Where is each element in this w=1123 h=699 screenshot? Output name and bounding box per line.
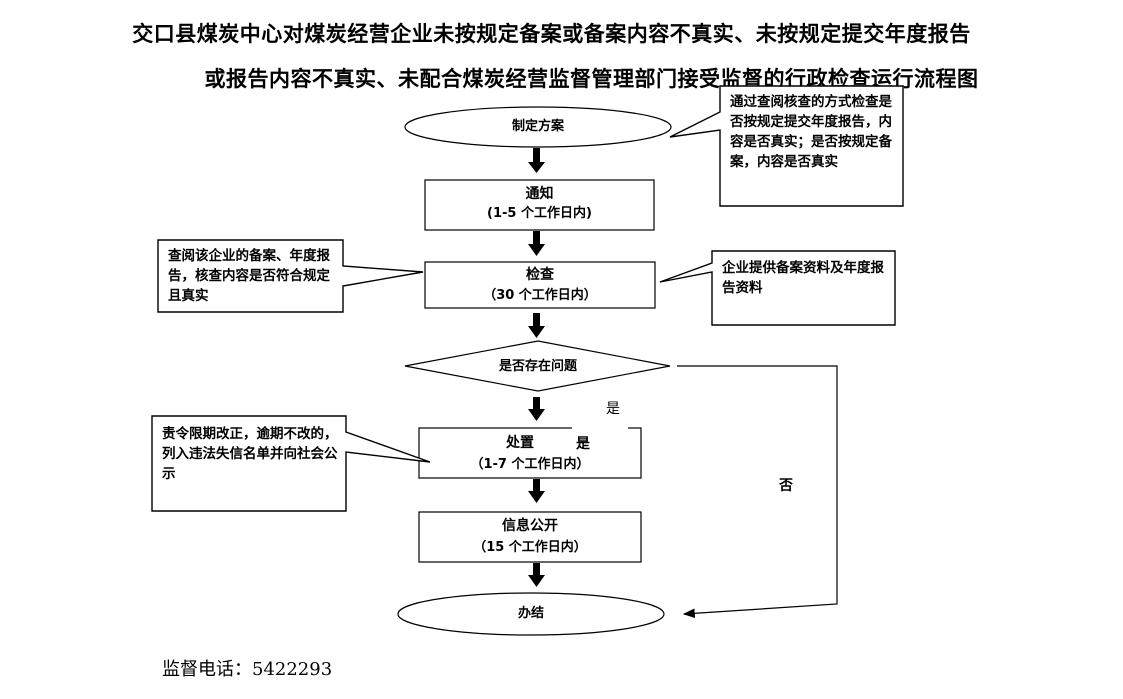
callout-review-text: 查阅该企业的备案、年度报告，核查内容是否符合规定且真实 — [168, 248, 330, 304]
hotline-number: 5422293 — [252, 659, 333, 680]
arrow-start-to-notify — [528, 148, 545, 173]
arrow-notify-to-inspect — [528, 231, 545, 256]
hotline: 监督电话：5422293 — [162, 655, 332, 681]
flow-arrows — [528, 148, 545, 587]
inspect-box — [424, 261, 656, 309]
hotline-label: 监督电话： — [162, 659, 252, 680]
decision-label: 是否存在问题 — [498, 359, 577, 374]
end-label: 办结 — [517, 606, 544, 621]
no-branch-label: 否 — [779, 478, 793, 494]
handle-duration: （1-7 个工作日内） — [470, 457, 590, 472]
notify-box — [424, 179, 655, 231]
arrow-publish-to-end — [528, 563, 545, 587]
callout-provide-text: 企业提供备案资料及年度报告资料 — [722, 260, 884, 296]
diagram-title-line-1: 交口县煤炭中心对煤炭经营企业未按规定备案或备案内容不真实、未按规定提交年度报告 — [132, 21, 971, 46]
arrow-decision-to-handle — [528, 397, 545, 421]
arrow-handle-to-publish — [528, 479, 545, 503]
notify-duration: (1-5 个工作日内) — [487, 206, 592, 221]
end-ellipse — [397, 592, 665, 636]
publish-duration: （15 个工作日内） — [473, 540, 587, 555]
handle-label: 处置 — [506, 435, 534, 451]
publish-label: 信息公开 — [502, 518, 558, 534]
publish-box — [418, 511, 642, 563]
yes-branch-label: 是 — [606, 401, 620, 417]
callout-provide — [659, 250, 896, 326]
start-label: 制定方案 — [511, 119, 564, 134]
callout-penalty — [151, 415, 431, 512]
inspect-duration: （30 个工作日内） — [483, 288, 597, 303]
callout-method-text: 通过查阅核查的方式检查是否按规定提交年度报告，内容是否真实；是否按规定备案，内容… — [730, 94, 892, 170]
arrow-inspect-to-decision — [528, 313, 545, 338]
no-branch-connector — [677, 365, 838, 619]
notify-label: 通知 — [525, 186, 554, 202]
callout-review — [157, 239, 424, 313]
inspect-label: 检查 — [526, 267, 554, 283]
handle-box — [418, 427, 642, 479]
callout-penalty-text: 责令限期改正，逾期不改的，列入违法失信名单并向社会公示 — [162, 426, 338, 482]
callout-method — [669, 85, 904, 207]
decision-diamond — [404, 340, 671, 392]
start-ellipse — [404, 106, 672, 148]
yes-inside-label: 是 — [576, 436, 590, 452]
